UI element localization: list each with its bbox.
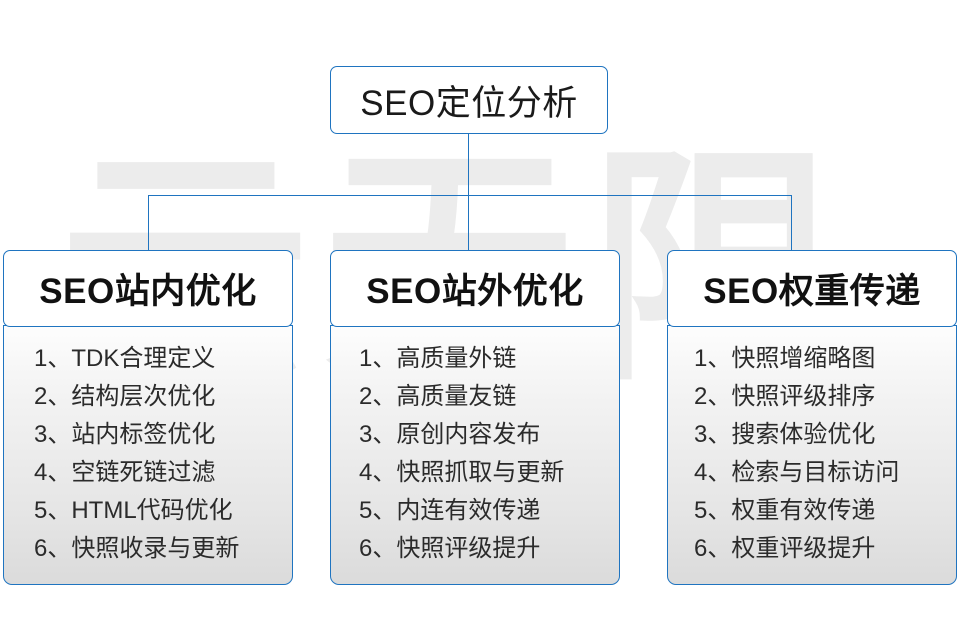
column-2-body: 1、高质量外链 2、高质量友链 3、原创内容发布 4、快照抓取与更新 5、内连有… bbox=[330, 325, 620, 586]
column-3-title: SEO权重传递 bbox=[703, 272, 921, 311]
connector-to-column-2 bbox=[468, 195, 469, 250]
connector-root-down bbox=[468, 134, 469, 196]
list-item: 4、检索与目标访问 bbox=[694, 459, 900, 487]
column-1-title: SEO站内优化 bbox=[39, 272, 257, 311]
list-item: 2、结构层次优化 bbox=[34, 383, 216, 411]
column-1-body: 1、TDK合理定义 2、结构层次优化 3、站内标签优化 4、空链死链过滤 5、H… bbox=[3, 325, 293, 586]
column-2-title: SEO站外优化 bbox=[366, 272, 584, 311]
list-item: 4、空链死链过滤 bbox=[34, 459, 216, 487]
column-2-list: 1、高质量外链 2、高质量友链 3、原创内容发布 4、快照抓取与更新 5、内连有… bbox=[331, 340, 564, 568]
column-1-list: 1、TDK合理定义 2、结构层次优化 3、站内标签优化 4、空链死链过滤 5、H… bbox=[4, 340, 239, 568]
list-item: 5、权重有效传递 bbox=[694, 497, 876, 525]
column-3-header[interactable]: SEO权重传递 bbox=[667, 250, 957, 327]
list-item: 1、TDK合理定义 bbox=[34, 345, 216, 373]
list-item: 5、内连有效传递 bbox=[359, 497, 541, 525]
connector-to-column-1 bbox=[148, 195, 149, 250]
list-item: 2、高质量友链 bbox=[359, 383, 517, 411]
list-item: 3、站内标签优化 bbox=[34, 421, 216, 449]
column-3-body: 1、快照增缩略图 2、快照评级排序 3、搜索体验优化 4、检索与目标访问 5、权… bbox=[667, 325, 957, 586]
root-node[interactable]: SEO定位分析 bbox=[330, 66, 608, 134]
list-item: 1、高质量外链 bbox=[359, 345, 517, 373]
column-2-header[interactable]: SEO站外优化 bbox=[330, 250, 620, 327]
list-item: 5、HTML代码优化 bbox=[34, 497, 233, 525]
column-seo-weight: SEO权重传递 1、快照增缩略图 2、快照评级排序 3、搜索体验优化 4、检索与… bbox=[667, 250, 957, 586]
list-item: 3、搜索体验优化 bbox=[694, 421, 876, 449]
column-3-list: 1、快照增缩略图 2、快照评级排序 3、搜索体验优化 4、检索与目标访问 5、权… bbox=[668, 340, 899, 568]
column-1-header[interactable]: SEO站内优化 bbox=[3, 250, 293, 327]
list-item: 6、快照收录与更新 bbox=[34, 535, 240, 563]
list-item: 2、快照评级排序 bbox=[694, 383, 876, 411]
column-seo-onsite: SEO站内优化 1、TDK合理定义 2、结构层次优化 3、站内标签优化 4、空链… bbox=[3, 250, 293, 586]
connector-to-column-3 bbox=[791, 195, 792, 250]
column-seo-offsite: SEO站外优化 1、高质量外链 2、高质量友链 3、原创内容发布 4、快照抓取与… bbox=[330, 250, 620, 586]
list-item: 1、快照增缩略图 bbox=[694, 345, 876, 373]
list-item: 6、快照评级提升 bbox=[359, 535, 541, 563]
connector-horizontal-bus bbox=[148, 195, 792, 196]
list-item: 4、快照抓取与更新 bbox=[359, 459, 565, 487]
list-item: 6、权重评级提升 bbox=[694, 535, 876, 563]
root-node-title: SEO定位分析 bbox=[360, 83, 578, 123]
list-item: 3、原创内容发布 bbox=[359, 421, 541, 449]
